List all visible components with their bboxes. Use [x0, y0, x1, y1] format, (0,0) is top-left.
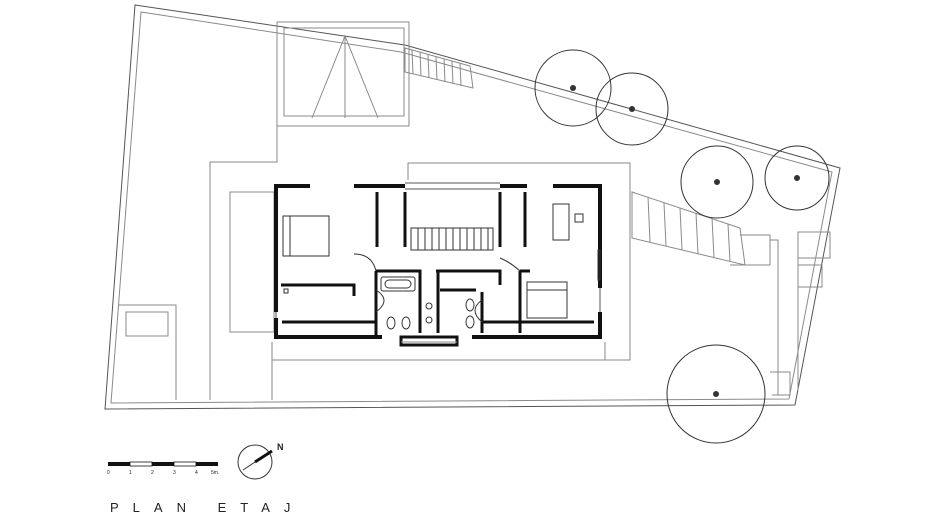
toilet-2 [465, 298, 475, 312]
furniture [282, 203, 601, 330]
courtyard [276, 21, 410, 127]
right-walkway [631, 191, 831, 396]
north-label: N [277, 442, 284, 452]
scale-tick-0: 0 [107, 470, 110, 476]
exterior-stair [404, 47, 474, 89]
gate-post [797, 231, 831, 259]
bidet [465, 315, 475, 329]
drawing-title: PLAN ETAJ [110, 500, 304, 515]
tree-5 [666, 344, 766, 444]
scale-tick-1: 1 [129, 470, 132, 476]
desk [552, 203, 570, 241]
tree-2 [595, 72, 669, 146]
trees [534, 49, 830, 444]
utility-box [797, 264, 823, 288]
scale-tick-2: 2 [151, 470, 154, 476]
scale-tick-4: 4 [195, 470, 198, 476]
house-walls [274, 182, 602, 347]
sink-3 [425, 316, 433, 324]
interior-stair [410, 227, 494, 251]
sink-2 [425, 302, 433, 310]
chair [574, 213, 584, 223]
scale-bar: 0 1 2 3 4 5m. [107, 461, 219, 476]
site-boundary [104, 4, 841, 410]
bench [125, 311, 169, 337]
scale-tick-3: 3 [173, 470, 176, 476]
bathtub [380, 276, 416, 292]
sink-1 [401, 316, 411, 330]
bed-left [282, 215, 330, 257]
north-arrow: N [237, 442, 284, 480]
left-terrace [119, 27, 278, 400]
tree-1 [534, 49, 612, 127]
bed-right [526, 281, 568, 319]
toilet-1 [386, 316, 396, 330]
lower-terrace [271, 162, 631, 400]
tree-4 [764, 145, 830, 211]
scale-tick-5: 5m. [211, 470, 219, 476]
tree-3 [680, 145, 754, 219]
